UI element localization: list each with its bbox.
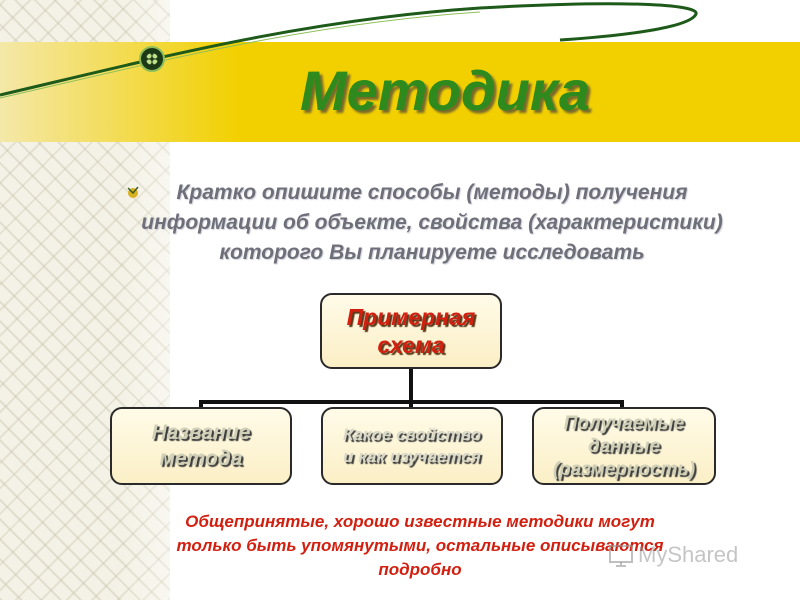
scheme-box-line: данные [587,435,661,457]
instruction-line: Кратко опишите способы (методы) получени… [176,181,688,204]
scheme-box-line: Какое свойство [343,425,481,444]
connector-line [409,369,413,402]
footer-line: только быть упомянутыми, остальные описы… [176,536,664,555]
instruction-text: Кратко опишите способы (методы) получени… [112,178,752,268]
instruction-line: которого Вы планируете исследовать [219,241,645,264]
scheme-root-line: схема [377,332,445,358]
watermark-icon [609,545,633,567]
footer-note: Общепринятые, хорошо известные методики … [120,510,720,582]
watermark-text: MyShared [638,542,739,567]
scheme-root-box: Примерная схема [320,293,502,369]
scheme-box-line: и как изучается [343,447,481,466]
scheme-property-box: Какое свойство и как изучается [321,407,503,485]
connector-line [199,400,203,409]
scheme-root-line: Примерная [346,304,476,330]
page-title: Методика [300,59,591,122]
scheme-box-line: (размерность) [552,458,696,480]
scheme-box-line: Название [151,421,251,444]
scheme-box-line: Получаемые [563,412,685,434]
scheme-method-name-box: Название метода [110,407,292,485]
connector-line [409,400,413,409]
title-band [0,42,800,142]
scheme-box-line: метода [159,447,243,470]
connector-line [620,400,624,409]
footer-line: подробно [378,560,462,579]
instruction-line: информации об объекте, свойства (характе… [141,211,723,234]
bullet-icon [127,186,139,198]
watermark: MyShared [608,542,738,568]
swoosh-decoration-icon [0,2,698,99]
dot-icon [139,46,165,72]
scheme-data-box: Получаемые данные (размерность) [532,407,716,485]
footer-line: Общепринятые, хорошо известные методики … [185,512,655,531]
